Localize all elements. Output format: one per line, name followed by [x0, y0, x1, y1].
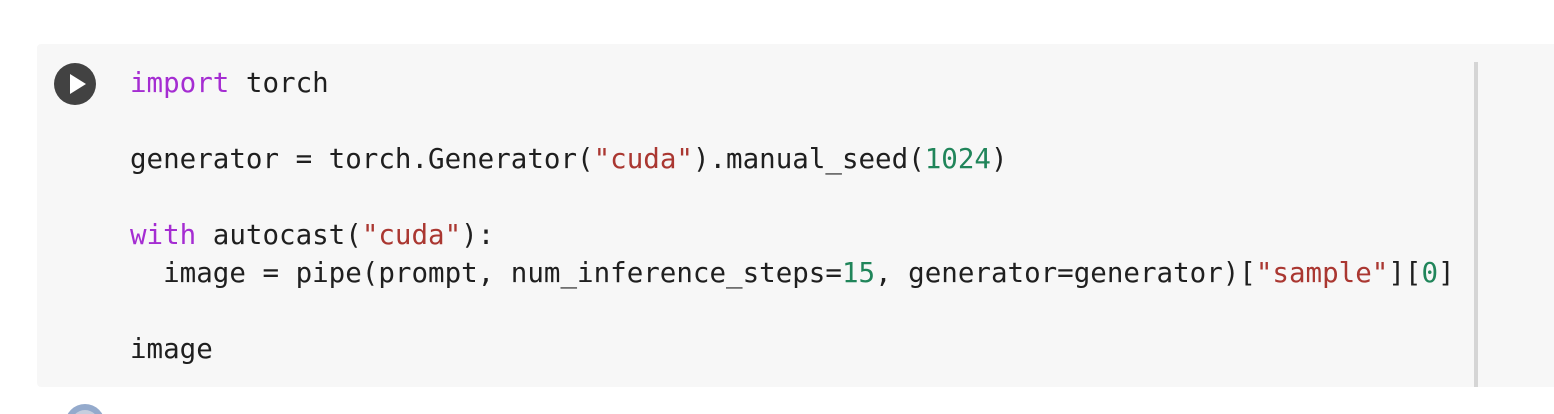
code-editor[interactable]: import torch generator = torch.Generator… — [130, 64, 1455, 368]
play-icon — [69, 74, 86, 94]
code-line[interactable]: generator = torch.Generator("cuda").manu… — [130, 140, 1455, 178]
code-token-plain: image — [130, 333, 213, 365]
code-token-plain: ] — [1438, 257, 1455, 289]
code-cell[interactable]: import torch generator = torch.Generator… — [37, 44, 1554, 387]
code-token-keyword: import — [130, 67, 230, 99]
code-token-number: 1024 — [924, 143, 991, 175]
code-token-string: "sample" — [1255, 257, 1389, 289]
code-token-string: "cuda" — [593, 143, 693, 175]
code-token-plain: ).manual_seed( — [692, 143, 925, 175]
code-token-keyword: with — [130, 219, 197, 251]
code-token-plain: autocast( — [196, 219, 362, 251]
code-line[interactable] — [130, 178, 1455, 216]
code-line[interactable] — [130, 102, 1455, 140]
code-token-plain: ][ — [1388, 257, 1422, 289]
code-token-plain: , generator=generator)[ — [875, 257, 1256, 289]
run-cell-button[interactable] — [54, 63, 96, 105]
next-cell-run-button[interactable] — [65, 404, 105, 414]
code-line[interactable] — [130, 292, 1455, 330]
code-token-plain: ) — [990, 143, 1008, 175]
code-token-number: 15 — [841, 257, 876, 289]
code-token-plain: image = pipe(prompt, num_inference_steps… — [130, 257, 842, 289]
code-line[interactable]: image — [130, 330, 1455, 368]
code-token-plain: torch — [229, 67, 329, 99]
code-token-string: "cuda" — [361, 219, 462, 251]
play-icon-inner — [71, 410, 99, 414]
code-line[interactable]: image = pipe(prompt, num_inference_steps… — [130, 254, 1455, 292]
code-line[interactable]: with autocast("cuda"): — [130, 216, 1455, 254]
code-token-plain: ): — [461, 219, 495, 251]
code-token-number: 0 — [1421, 257, 1439, 289]
code-token-plain: generator = torch.Generator( — [130, 143, 594, 175]
code-line[interactable]: import torch — [130, 64, 1455, 102]
editor-right-divider — [1474, 62, 1478, 387]
